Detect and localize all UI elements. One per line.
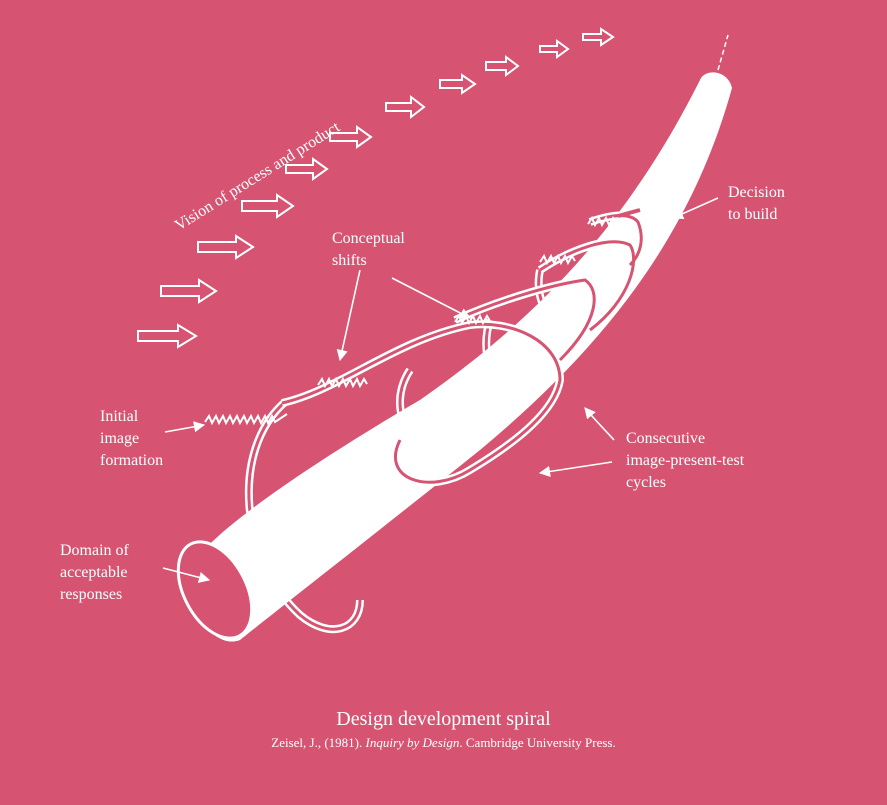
annotation-pointers [162, 197, 719, 583]
vision-arrow [160, 278, 218, 304]
caption-title: Design development spiral [336, 708, 551, 730]
vision-arrow [385, 94, 426, 120]
vision-arrow [582, 27, 615, 47]
vision-arrow [137, 323, 198, 349]
tube-end-domain [176, 540, 254, 640]
initial-label-line: Initial [100, 408, 139, 425]
citation-author: Zeisel, J., (1981). [271, 735, 366, 750]
citation-book: Inquiry by Design [365, 735, 460, 750]
initial-image-label: Initial image formation [100, 406, 163, 472]
citation-publisher: . Cambridge University Press. [459, 735, 616, 750]
initial-label-line: image [100, 430, 140, 447]
consecutive-label-line: image-present-test [626, 452, 745, 469]
vision-arrow [439, 73, 477, 95]
vision-arrow [485, 55, 520, 77]
domain-label-line: Domain of [60, 542, 129, 559]
pointer-decision [671, 197, 719, 220]
vision-arrow [539, 39, 570, 59]
vision-arrows [137, 27, 615, 349]
consecutive-label-line: Consecutive [626, 430, 706, 447]
pointer-conceptual-1 [336, 269, 361, 362]
consecutive-cycles-label: Consecutive image-present-test cycles [626, 428, 744, 494]
pointer-consecutive-2 [538, 461, 613, 478]
solution-tube [176, 34, 732, 642]
vision-arrow [197, 234, 255, 260]
initial-label-line: formation [100, 452, 164, 469]
pointer-conceptual-2 [391, 277, 471, 319]
conceptual-label-line: Conceptual [332, 230, 405, 247]
pointer-consecutive-1 [584, 407, 615, 441]
pointer-domain [162, 567, 211, 583]
conceptual-shifts-label: Conceptual shifts [332, 228, 405, 272]
pointer-initial [164, 421, 206, 433]
conceptual-shift-zigzags [204, 215, 617, 426]
vision-arrow [329, 125, 373, 149]
caption-citation: Zeisel, J., (1981). Inquiry by Design. C… [0, 735, 887, 751]
domain-label-line: acceptable [60, 564, 128, 581]
vision-arrow [241, 193, 295, 219]
decision-label: Decision to build [728, 182, 785, 226]
vision-arrow [285, 157, 329, 181]
consecutive-label-line: cycles [626, 474, 666, 491]
conceptual-label-line: shifts [332, 252, 367, 269]
decision-label-line: Decision [728, 184, 785, 201]
domain-label: Domain of acceptable responses [60, 540, 129, 606]
decision-label-line: to build [728, 206, 778, 223]
domain-label-line: responses [60, 586, 123, 603]
